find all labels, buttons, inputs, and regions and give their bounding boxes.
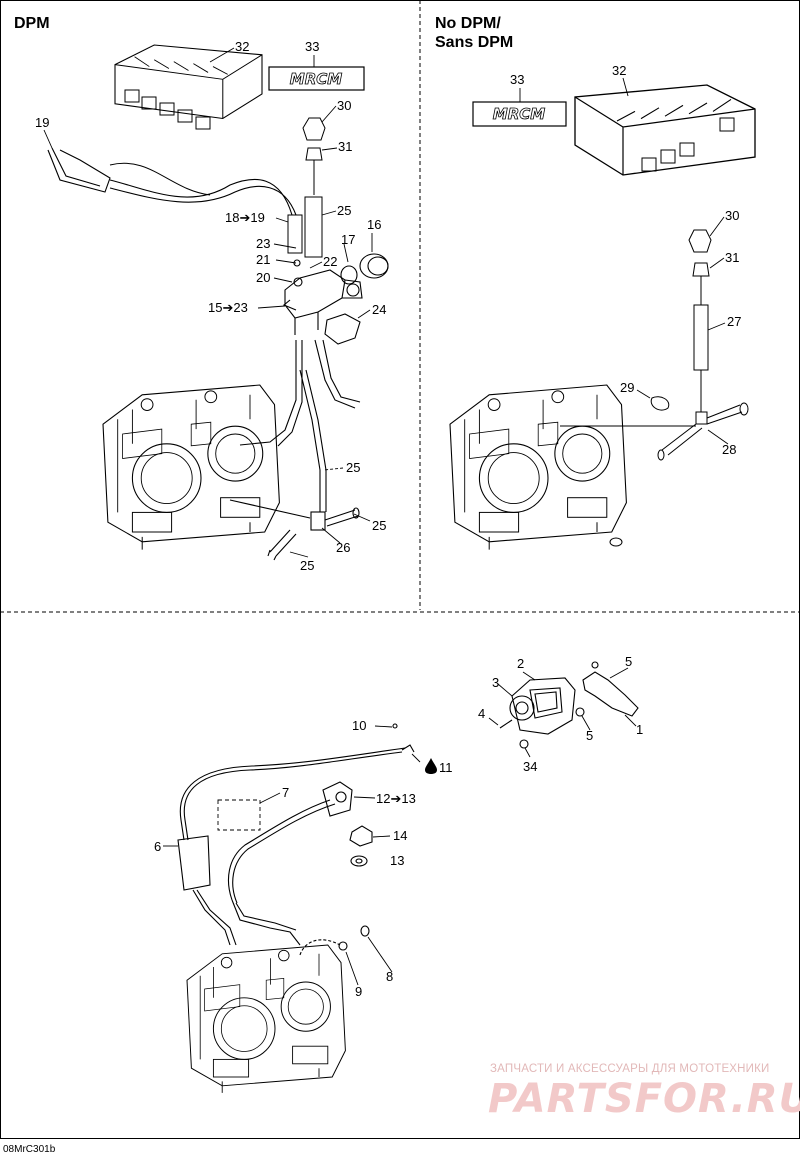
callout-26: 26 xyxy=(336,540,351,555)
callout-31: 31 xyxy=(338,139,353,154)
throttle-housing xyxy=(499,661,639,749)
callout-1: 1 xyxy=(636,722,644,737)
callout-25-mid: 25 xyxy=(346,460,361,475)
ecu-connectors-nodpm xyxy=(641,117,735,172)
dpm-module xyxy=(282,253,389,345)
ecu-connectors xyxy=(124,89,211,130)
callout-25-top: 25 xyxy=(337,203,352,218)
section-title-no-dpm-1: No DPM/ xyxy=(435,15,501,32)
reference-code: 08MrC301b xyxy=(3,1144,56,1155)
carburetor-throttle xyxy=(186,944,346,1094)
callout-13: 13 xyxy=(390,853,405,868)
callout-34: 34 xyxy=(523,759,538,774)
callout-22: 22 xyxy=(323,254,338,269)
callout-32-nodpm: 32 xyxy=(612,63,627,78)
callout-18-19: 18➔19 xyxy=(225,210,265,225)
callout-15-23: 15➔23 xyxy=(208,300,248,315)
vent-hoses xyxy=(229,339,361,561)
mrcm-decal-nodpm: MRCM xyxy=(472,101,567,127)
ecu-module-nodpm xyxy=(574,84,756,176)
callout-27-nodpm: 27 xyxy=(727,314,742,329)
callout-11: 11 xyxy=(439,760,453,775)
callout-5-bottom: 5 xyxy=(586,728,594,743)
section-title-dpm: DPM xyxy=(14,15,50,32)
ecu-module xyxy=(114,44,263,120)
callout-14: 14 xyxy=(393,828,408,843)
grommet-small xyxy=(609,537,623,547)
callout-24: 24 xyxy=(372,302,387,317)
spec-box-7 xyxy=(217,799,261,831)
callout-6: 6 xyxy=(154,839,162,854)
valve-stack xyxy=(287,117,326,258)
decal-logo-text-nodpm: MRCM xyxy=(493,105,545,123)
callout-12-13: 12➔13 xyxy=(376,791,416,806)
callout-32: 32 xyxy=(235,39,250,54)
callout-20: 20 xyxy=(256,270,271,285)
carburetor-dpm xyxy=(102,384,280,551)
carburetor-nodpm xyxy=(449,384,627,551)
callout-33-nodpm: 33 xyxy=(510,72,525,87)
throttle-cable xyxy=(177,723,415,956)
callout-16: 16 xyxy=(367,217,382,232)
callout-3: 3 xyxy=(492,675,500,690)
callout-5-top: 5 xyxy=(625,654,633,669)
callout-25-right: 25 xyxy=(372,518,387,533)
callout-28-nodpm: 28 xyxy=(722,442,737,457)
callout-21: 21 xyxy=(256,252,271,267)
callout-10: 10 xyxy=(352,718,367,733)
callout-17: 17 xyxy=(341,232,356,247)
callout-29-nodpm: 29 xyxy=(620,380,635,395)
mrcm-decal: MRCM xyxy=(268,66,365,91)
callout-23: 23 xyxy=(256,236,271,251)
watermark-tagline: ЗАПЧАСТИ И АКСЕССУАРЫ ДЛЯ МОТОТЕХНИКИ xyxy=(490,1063,770,1075)
callout-19: 19 xyxy=(35,115,50,130)
section-title-no-dpm-2: Sans DPM xyxy=(435,34,514,51)
callout-7: 7 xyxy=(282,785,290,800)
callout-33: 33 xyxy=(305,39,320,54)
callout-25-bottom: 25 xyxy=(300,558,315,573)
callout-9: 9 xyxy=(355,984,363,999)
callout-30-nodpm: 30 xyxy=(725,208,740,223)
callout-31-nodpm: 31 xyxy=(725,250,740,265)
callout-30: 30 xyxy=(337,98,352,113)
wiring-harness xyxy=(47,147,297,216)
callout-2: 2 xyxy=(517,656,525,671)
decal-logo-text: MRCM xyxy=(290,70,342,88)
callout-4: 4 xyxy=(478,706,486,721)
watermark-brand: PARTSFOR.RU xyxy=(488,1076,800,1122)
callout-8: 8 xyxy=(386,969,394,984)
fitting-stack-nodpm xyxy=(560,229,749,461)
oil-drop-icon xyxy=(425,758,437,774)
